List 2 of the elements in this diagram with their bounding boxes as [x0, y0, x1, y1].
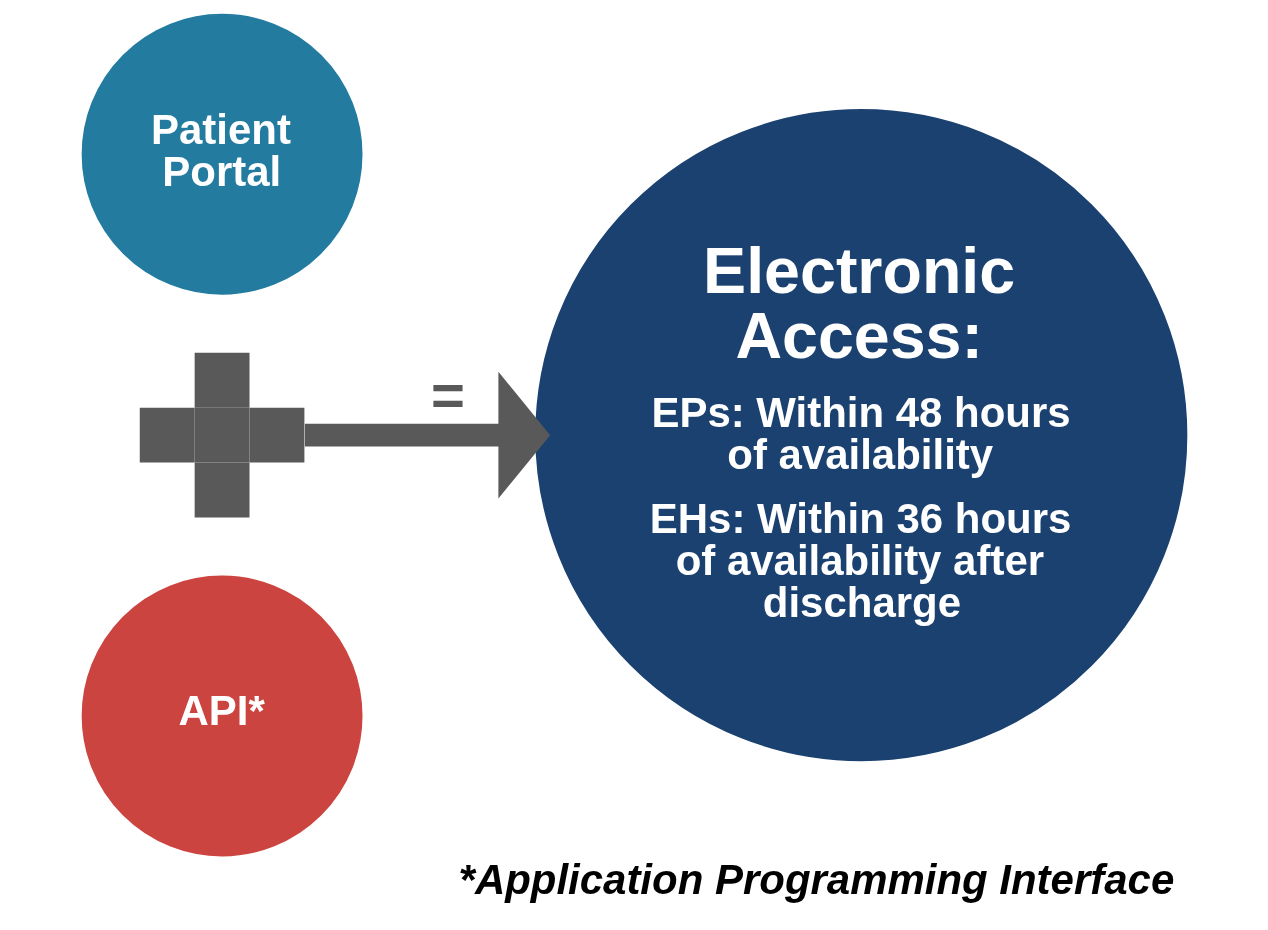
edge-label: =: [430, 362, 465, 428]
caption: *Application Programming Interface: [458, 856, 1174, 904]
